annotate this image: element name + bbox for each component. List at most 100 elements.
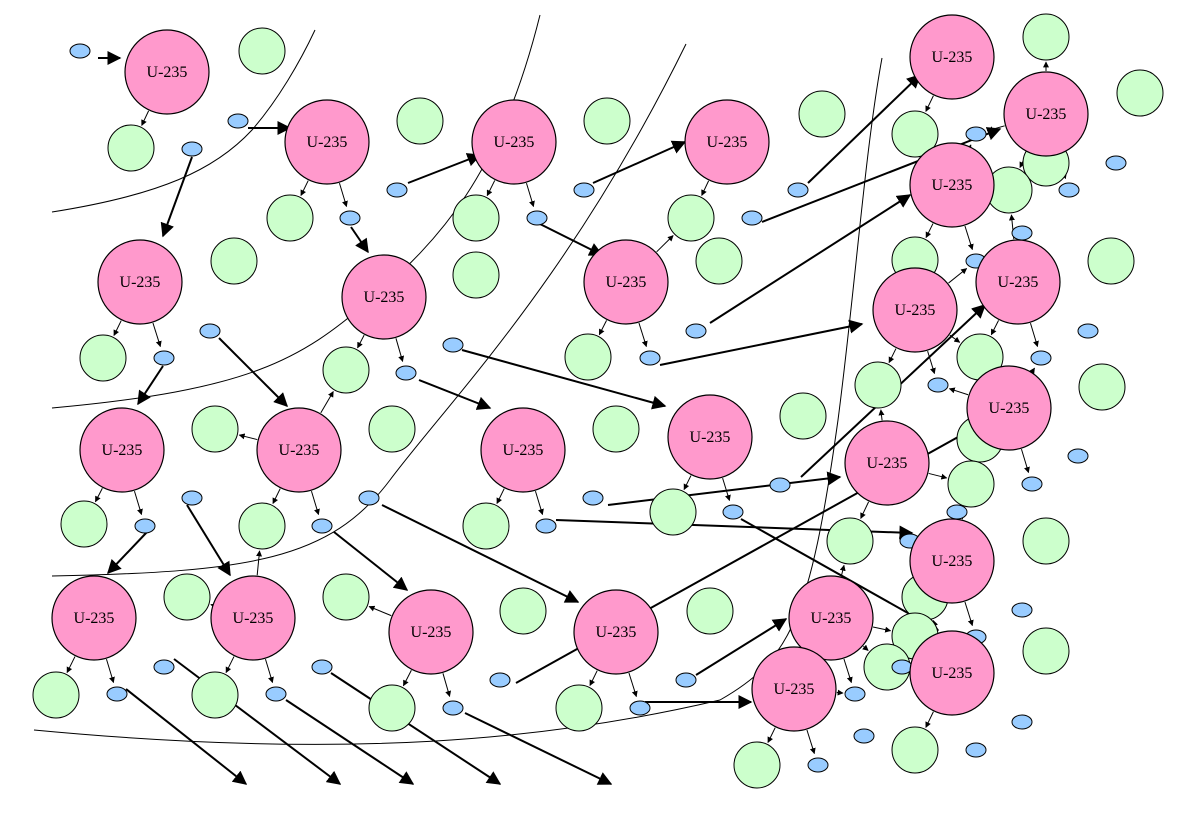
uranium-nucleus: U-235: [51, 575, 137, 661]
uranium-nucleus: U-235: [79, 407, 165, 493]
nucleus-label: U-235: [707, 134, 748, 151]
emission-arrow: [357, 334, 365, 349]
fission-fragment: [452, 194, 500, 242]
emission-arrow: [272, 488, 281, 505]
nucleus-label: U-235: [364, 289, 405, 306]
neutron-path-arrow: [186, 504, 231, 577]
uranium-nucleus: U-235: [124, 29, 210, 115]
nucleus-label: U-235: [932, 553, 973, 570]
neutron: [181, 490, 203, 506]
emission-arrow: [1029, 367, 1035, 375]
fission-fragment: [1022, 13, 1070, 61]
emission-arrow: [860, 501, 870, 519]
neutron: [339, 210, 361, 226]
neutron-path-arrow: [709, 194, 912, 324]
fission-fragment: [452, 251, 500, 299]
emission-arrow: [925, 95, 934, 113]
fission-fragment: [266, 194, 314, 242]
emission-arrow: [638, 322, 648, 348]
nucleus-circle: [97, 239, 183, 325]
nucleus-label: U-235: [74, 610, 115, 627]
neutron: [106, 686, 128, 702]
fission-fragment: [191, 405, 239, 453]
neutron-path-arrow: [592, 140, 687, 184]
neutron: [675, 672, 697, 688]
uranium-nucleus: U-235: [583, 239, 669, 325]
fission-fragment: [891, 110, 939, 158]
emission-arrow: [238, 433, 258, 441]
nucleus-circle: [844, 420, 930, 506]
generation-curve-1: [51, 29, 316, 213]
emission-arrow: [598, 320, 608, 336]
fission-fragment: [695, 237, 743, 285]
fission-fragment: [396, 97, 444, 145]
neutron-path-arrow: [285, 699, 415, 785]
emission-arrow: [66, 656, 76, 674]
neutron: [526, 210, 548, 226]
neutron: [1105, 155, 1127, 171]
neutron-path-arrow: [381, 504, 580, 603]
fission-fragment: [667, 194, 715, 242]
uranium-nucleus: U-235: [667, 394, 753, 480]
nucleus-circle: [909, 630, 995, 716]
nucleus-label: U-235: [932, 177, 973, 194]
emission-arrow: [113, 320, 122, 337]
nucleus-label: U-235: [411, 624, 452, 641]
nucleus-circle: [667, 394, 753, 480]
emission-arrow: [152, 322, 162, 348]
neutron: [844, 686, 866, 702]
uranium-nucleus: U-235: [872, 267, 958, 353]
neutron: [153, 350, 175, 366]
nucleus-circle: [471, 99, 557, 185]
nucleus-circle: [1003, 71, 1089, 157]
neutron: [891, 659, 913, 675]
neutron: [489, 672, 511, 688]
nucleus-label: U-235: [867, 455, 908, 472]
fission-fragment: [1078, 363, 1126, 411]
nucleus-label: U-235: [494, 134, 535, 151]
emission-arrow: [767, 727, 776, 744]
fission-fragment: [238, 27, 286, 75]
uranium-nucleus: U-235: [909, 142, 995, 228]
emission-arrow: [948, 387, 969, 396]
emission-arrow: [722, 477, 731, 502]
neutron-path-arrow: [695, 618, 788, 676]
uranium-nucleus: U-235: [1003, 71, 1089, 157]
neutron: [582, 490, 604, 506]
neutron: [1030, 350, 1052, 366]
neutron-path-arrow: [464, 712, 613, 785]
emission-arrow: [486, 180, 496, 197]
neutron: [1077, 323, 1099, 339]
fission-fragment: [583, 97, 631, 145]
neutron: [965, 126, 987, 142]
fission-fragment: [798, 90, 846, 138]
fission-fragment: [947, 460, 995, 508]
emission-arrow: [928, 472, 948, 480]
fission-fragment: [686, 587, 734, 635]
neutron-path-arrow: [461, 349, 667, 410]
fission-fragment: [462, 502, 510, 550]
neutron-path-arrow: [418, 379, 492, 410]
uranium-nucleus: U-235: [909, 14, 995, 100]
nucleus-label: U-235: [279, 442, 320, 459]
nucleus-label: U-235: [503, 442, 544, 459]
neutron: [265, 686, 287, 702]
fission-fragment: [191, 671, 239, 719]
nucleus-label: U-235: [998, 274, 1039, 291]
emission-arrow: [395, 338, 405, 363]
neutron: [807, 757, 829, 773]
fission-fragment: [1116, 69, 1164, 117]
emission-arrow: [843, 658, 853, 684]
nucleus-label: U-235: [774, 681, 815, 698]
emission-arrow: [105, 659, 115, 684]
nucleus-circle: [210, 575, 296, 661]
neutron-path-arrow: [160, 156, 193, 238]
uranium-nucleus: U-235: [751, 646, 837, 732]
emission-arrow: [402, 670, 412, 687]
fission-fragment: [826, 517, 874, 565]
neutron: [134, 518, 156, 534]
fission-fragment: [649, 488, 697, 536]
emission-arrow: [683, 475, 692, 491]
nucleus-circle: [872, 267, 958, 353]
uranium-nucleus: U-235: [966, 365, 1052, 451]
